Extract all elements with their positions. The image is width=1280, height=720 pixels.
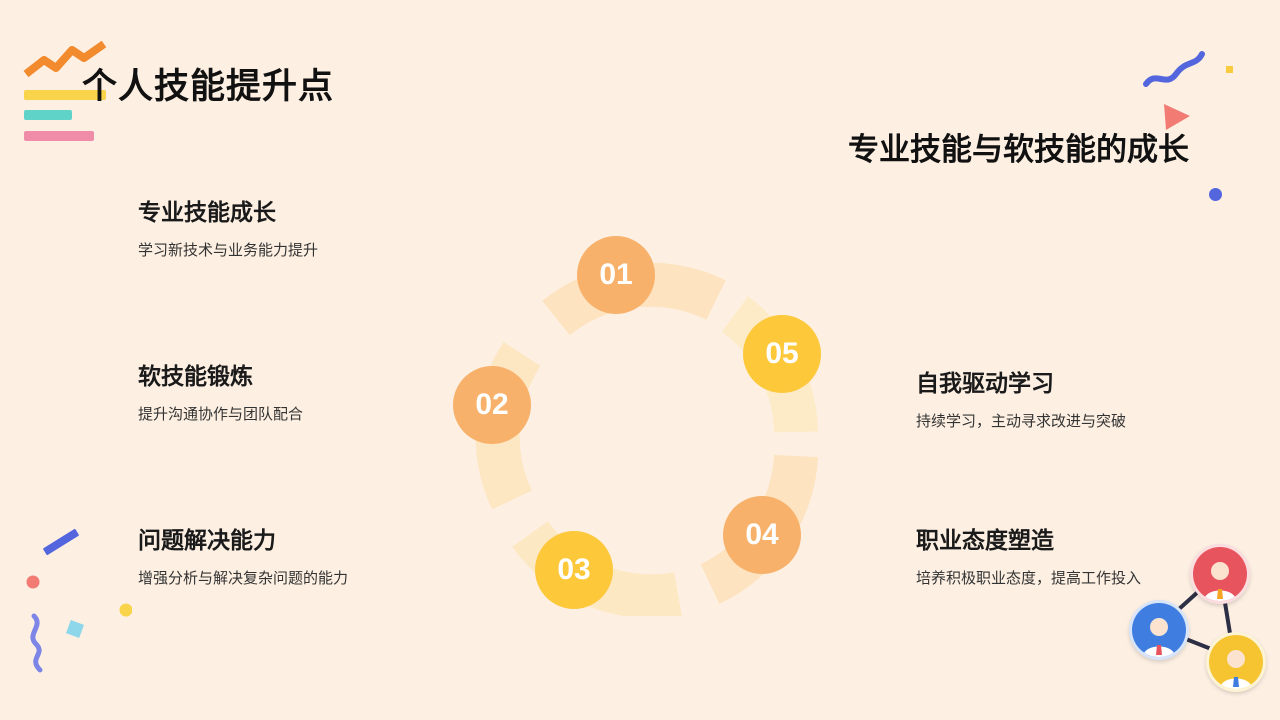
item-desc: 增强分析与解决复杂问题的能力 (138, 569, 349, 587)
page-title: 个人技能提升点 (82, 67, 335, 107)
item-desc: 提升沟通协作与团队配合 (138, 405, 304, 423)
person-avatar-icon (1129, 600, 1189, 660)
person-avatar-icon (1206, 632, 1266, 692)
item-title: 职业态度塑造 (916, 528, 1054, 554)
person-avatar-icon (1190, 544, 1250, 604)
dot-decoration (1209, 188, 1222, 201)
step-01-badge: 01 (577, 236, 655, 314)
left-item-1: 专业技能成长 学习新技术与业务能力提升 (138, 193, 468, 260)
squiggle-icon (1143, 51, 1233, 87)
item-title: 专业技能成长 (138, 200, 276, 226)
left-item-3: 问题解决能力 增强分析与解决复杂问题的能力 (138, 521, 468, 588)
item-desc: 持续学习，主动寻求改进与突破 (916, 412, 1127, 430)
triangle-icon (1164, 104, 1190, 130)
left-item-2: 软技能锻炼 提升沟通协作与团队配合 (138, 357, 468, 424)
right-item-2: 职业态度塑造 培养积极职业态度，提高工作投入 (916, 521, 1246, 588)
zigzag-decoration-icon (23, 40, 107, 141)
page-subtitle: 专业技能与软技能的成长 (848, 132, 1189, 168)
confetti-decoration-icon (26, 528, 132, 673)
step-02-badge: 02 (453, 366, 531, 444)
step-05-badge: 05 (743, 315, 821, 393)
item-title: 问题解决能力 (138, 528, 276, 554)
item-desc: 培养积极职业态度，提高工作投入 (916, 569, 1142, 587)
right-item-1: 自我驱动学习 持续学习，主动寻求改进与突破 (916, 364, 1246, 431)
step-04-badge: 04 (723, 496, 801, 574)
item-title: 自我驱动学习 (916, 371, 1054, 397)
item-desc: 学习新技术与业务能力提升 (138, 241, 319, 259)
item-title: 软技能锻炼 (138, 364, 253, 390)
step-03-badge: 03 (535, 531, 613, 609)
